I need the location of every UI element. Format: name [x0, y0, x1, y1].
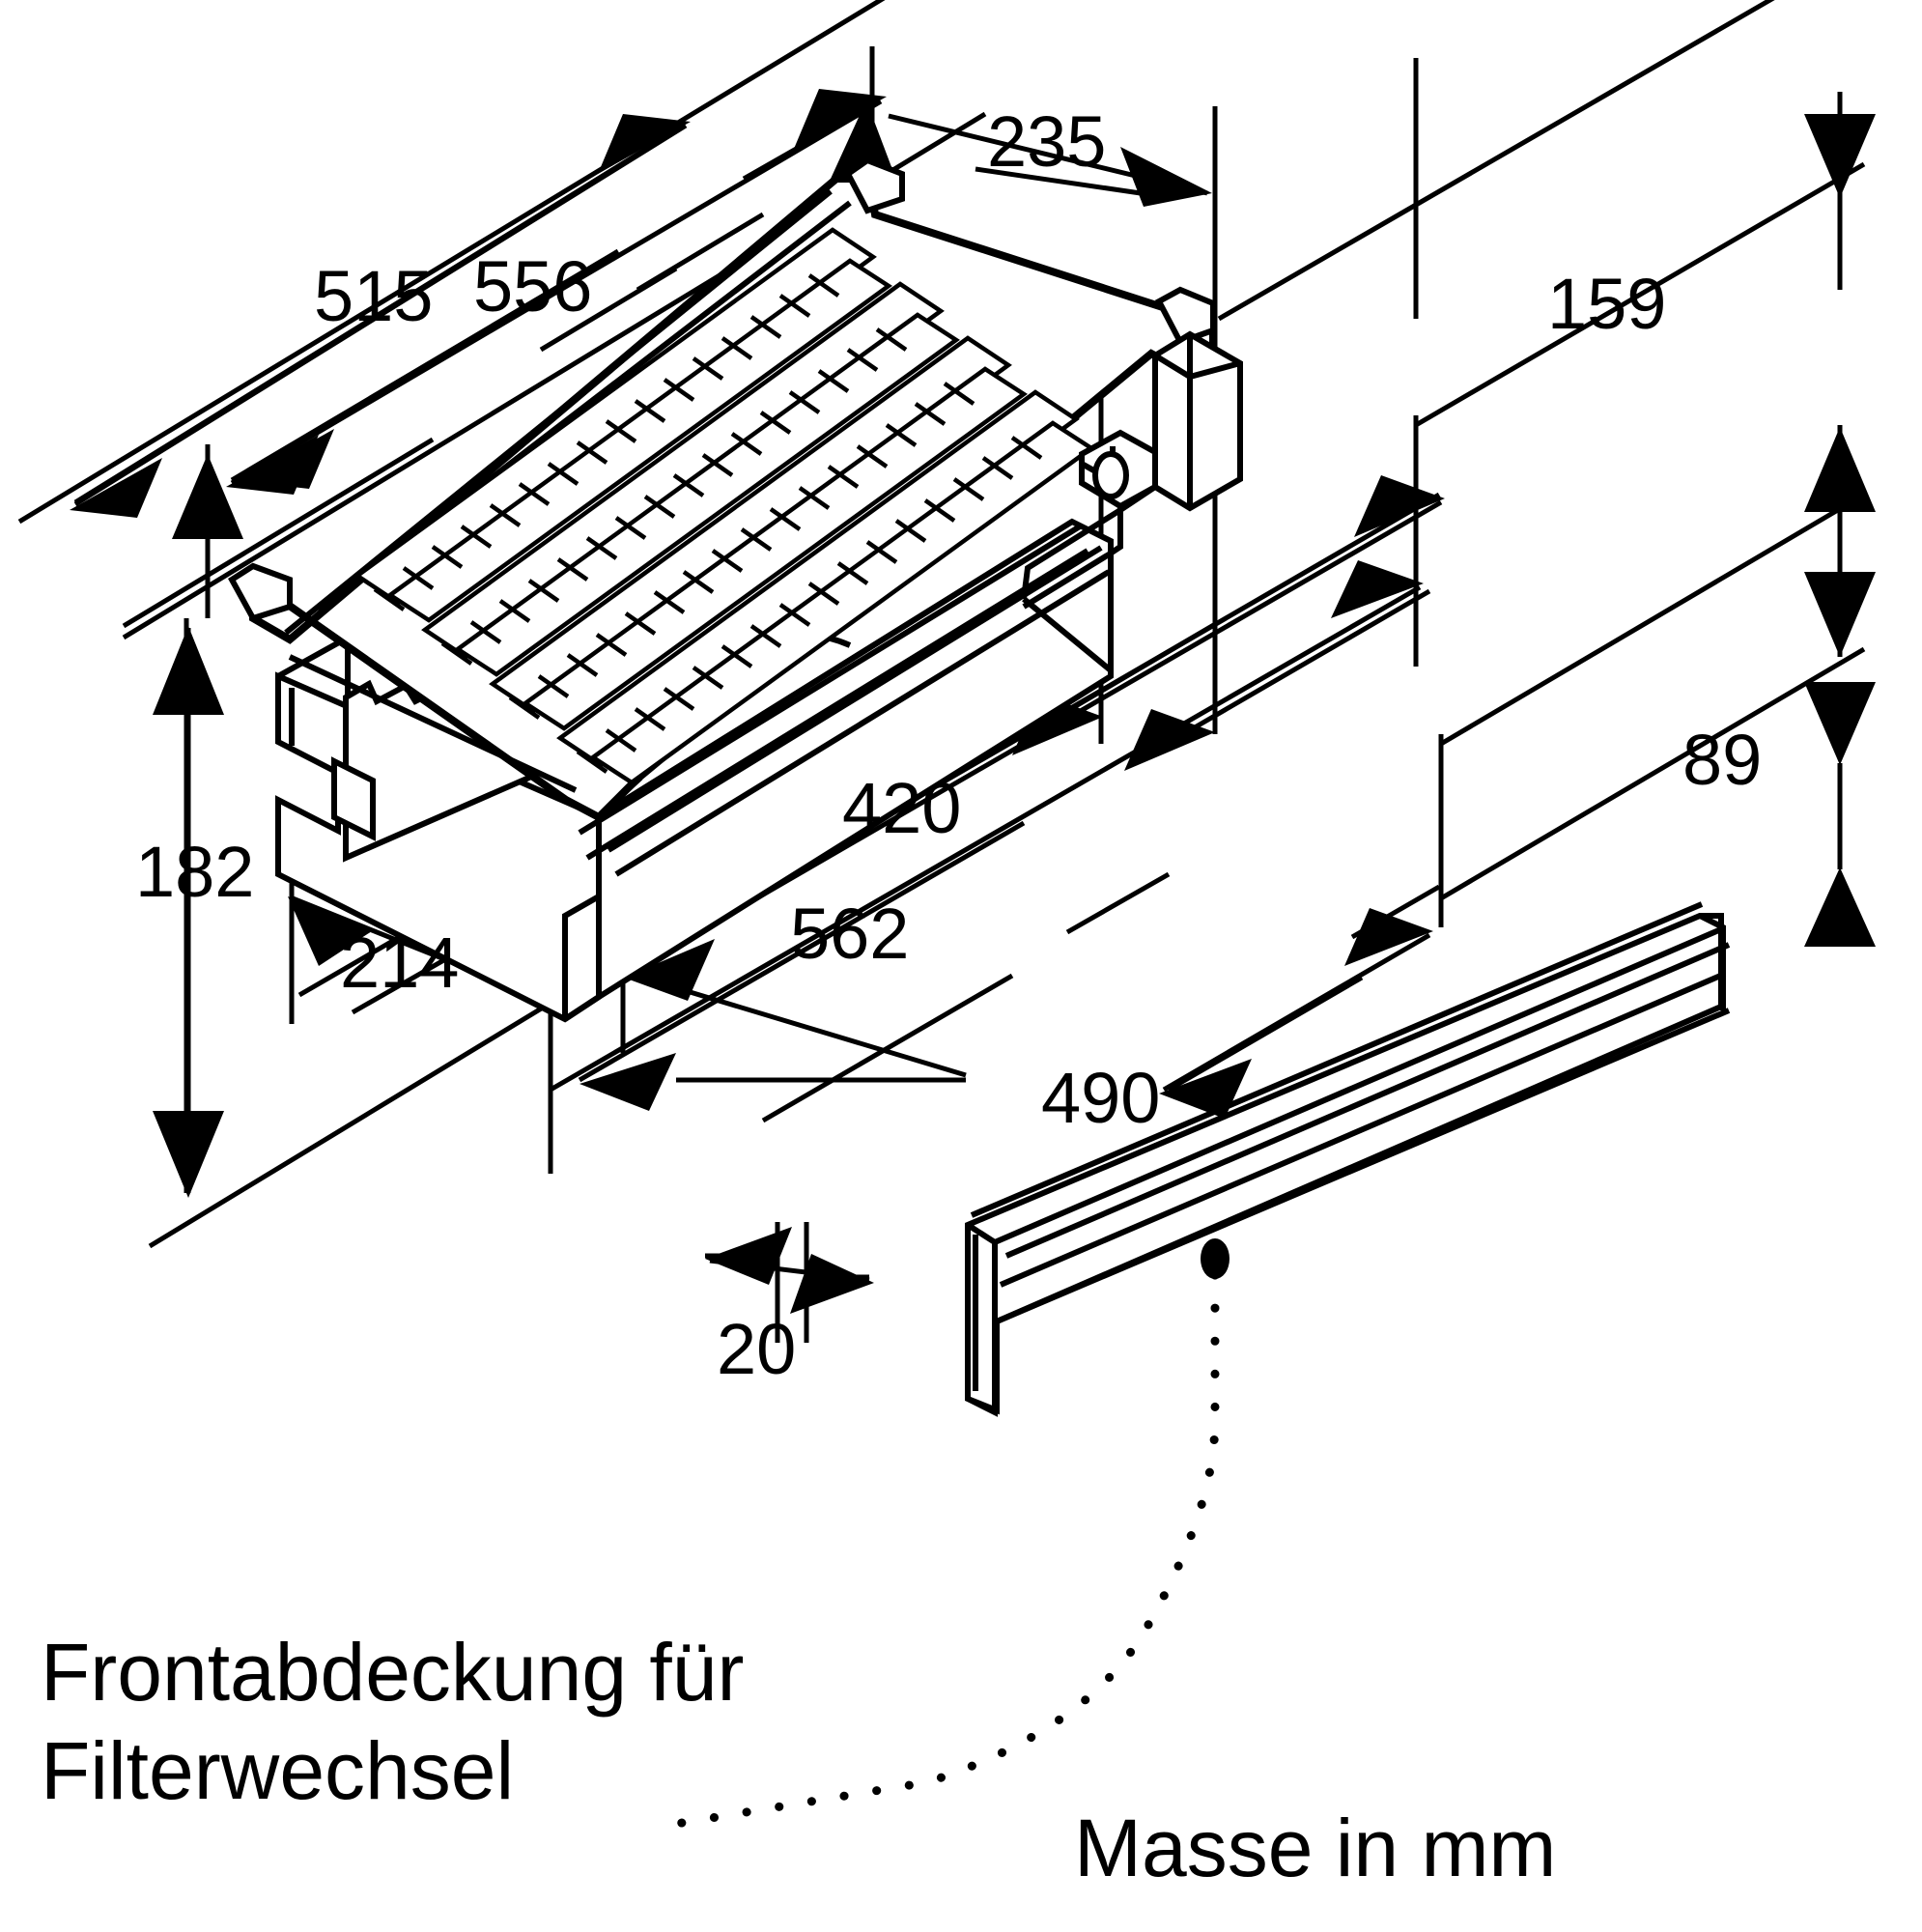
dim-159: 159 [1547, 264, 1666, 344]
dim-214: 214 [340, 923, 459, 1003]
dim-420: 420 [842, 768, 961, 848]
dim-490: 490 [1041, 1058, 1160, 1138]
dim-235: 235 [987, 101, 1106, 182]
dim-182: 182 [135, 832, 254, 912]
drawing-notes: Frontabdeckung für Filterwechsel Masse i… [41, 1627, 1556, 1893]
front-cover-note-line-1: Frontabdeckung für [41, 1627, 744, 1718]
dimension-labels: 515 556 235 159 89 182 214 420 562 490 2… [135, 101, 1762, 1389]
front-cover-panel [965, 901, 1731, 1417]
dim-556: 556 [473, 246, 592, 327]
dim-20: 20 [717, 1309, 796, 1389]
front-cover-note-line-2: Filterwechsel [41, 1725, 514, 1816]
units-note: Masse in mm [1074, 1803, 1556, 1893]
appliance-body [228, 156, 1243, 1023]
front-cover-callout [671, 1238, 1230, 1829]
dim-562: 562 [790, 894, 909, 974]
grille-perforations [373, 273, 1043, 774]
callout-dot [1201, 1238, 1230, 1279]
dim-89: 89 [1682, 720, 1762, 800]
dim-515: 515 [314, 256, 433, 336]
dimension-arrowheads [70, 89, 1876, 1314]
